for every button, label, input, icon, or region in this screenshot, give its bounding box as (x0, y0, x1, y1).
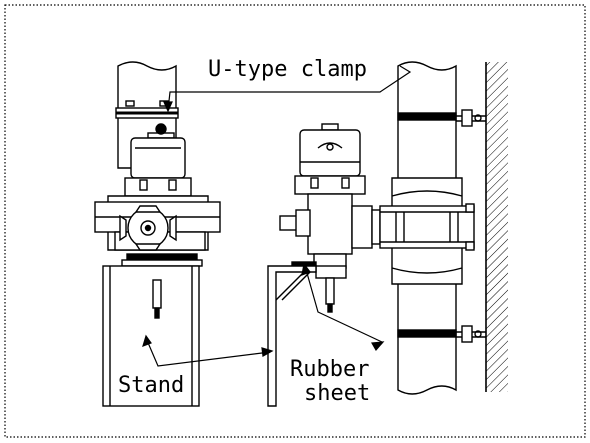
label-u-type-clamp: U-type clamp (208, 57, 367, 82)
label-stand: Stand (118, 373, 184, 398)
leader-lines (142, 65, 412, 367)
dotted-frame (4, 4, 586, 438)
label-sheet: sheet (304, 381, 370, 406)
middle-stand (267, 265, 317, 407)
middle-actuator (299, 129, 361, 177)
left-actuator (130, 137, 186, 179)
right-view (379, 61, 508, 395)
label-rubber: Rubber (290, 357, 369, 382)
wall-hatch (486, 62, 508, 392)
right-upper-clamp (397, 112, 457, 121)
left-view (94, 61, 221, 407)
right-lower-clamp (397, 329, 457, 338)
left-stand (102, 265, 200, 407)
middle-view (267, 123, 381, 407)
